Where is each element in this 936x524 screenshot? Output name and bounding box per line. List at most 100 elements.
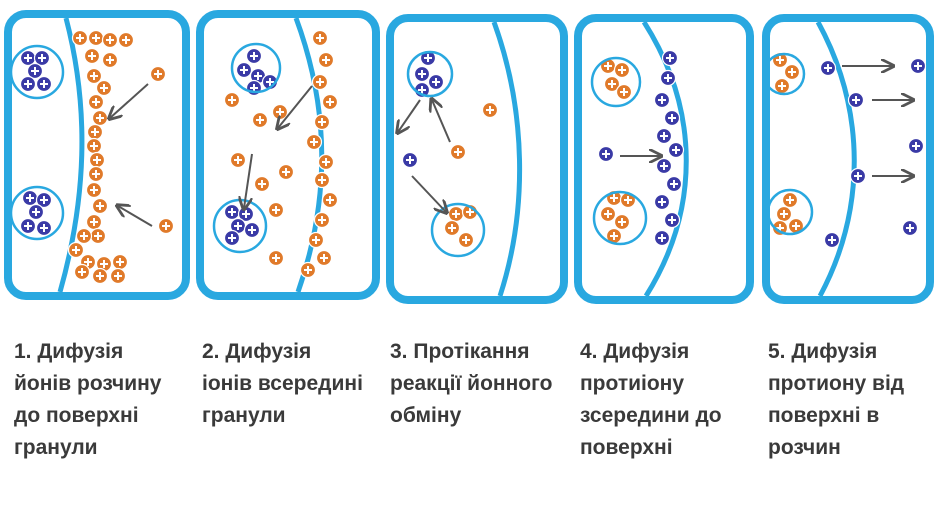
solution-ion — [77, 229, 92, 244]
counter-ion — [665, 111, 680, 126]
caption-line: зсередини до — [580, 400, 760, 432]
solution-ion — [601, 207, 616, 222]
solution-ion — [93, 111, 108, 126]
caption-line: реакції йонного — [390, 368, 570, 400]
solution-ion — [315, 173, 330, 188]
solution-ion — [777, 207, 792, 222]
solution-ion — [87, 69, 102, 84]
solution-ion — [255, 177, 270, 192]
solution-ion — [113, 255, 128, 270]
counter-ion — [821, 61, 836, 76]
diffusion-arrow — [432, 100, 450, 142]
counter-ion — [23, 191, 38, 206]
counter-ion — [599, 147, 614, 162]
counter-ion — [21, 77, 36, 92]
counter-ion — [37, 221, 52, 236]
caption-line: йонів розчину — [14, 368, 194, 400]
counter-ion — [665, 213, 680, 228]
counter-ion — [225, 231, 240, 246]
solution-ion — [111, 269, 126, 284]
counter-ion — [663, 51, 678, 66]
solution-ion — [231, 153, 246, 168]
solution-ion — [93, 199, 108, 214]
caption-line: 4. Дифузія — [580, 336, 760, 368]
solution-ion — [87, 215, 102, 230]
panel-3 — [390, 18, 564, 300]
solution-ion — [73, 31, 88, 46]
counter-ion — [655, 93, 670, 108]
counter-ion — [429, 75, 444, 90]
solution-ion — [313, 75, 328, 90]
solution-ion — [88, 125, 103, 140]
granule-boundary — [494, 22, 520, 296]
caption-line: 5. Дифузія — [768, 336, 936, 368]
counter-ion — [661, 71, 676, 86]
ion-exchange-diagram — [0, 0, 936, 330]
solution-ion — [315, 213, 330, 228]
solution-ion — [313, 31, 328, 46]
caption-line: гранули — [202, 400, 382, 432]
solution-ion — [483, 103, 498, 118]
caption-line: іонів всередині — [202, 368, 382, 400]
counter-ion — [909, 139, 924, 154]
caption-line: поверхні в — [768, 400, 936, 432]
granule-boundary — [296, 18, 322, 292]
solution-ion — [323, 193, 338, 208]
counter-ion — [851, 169, 866, 184]
caption-line: розчин — [768, 432, 936, 464]
diffusion-arrow — [110, 84, 148, 118]
solution-ion — [307, 135, 322, 150]
solution-ion — [93, 269, 108, 284]
solution-ion — [89, 95, 104, 110]
diffusion-arrow — [398, 100, 420, 132]
solution-ion — [319, 53, 334, 68]
solution-ion — [451, 145, 466, 160]
counter-ion — [669, 143, 684, 158]
panel-frame — [200, 14, 376, 296]
counter-ion — [825, 233, 840, 248]
panel-2 — [200, 14, 376, 296]
panel-1 — [8, 14, 186, 296]
counter-ion — [247, 81, 262, 96]
solution-ion — [785, 65, 800, 80]
panel-5 — [764, 18, 930, 300]
counter-ion — [657, 159, 672, 174]
solution-ion — [279, 165, 294, 180]
solution-ion — [103, 33, 118, 48]
solution-ion — [315, 115, 330, 130]
solution-ion — [783, 193, 798, 208]
solution-ion — [323, 95, 338, 110]
counter-ion — [21, 219, 36, 234]
counter-ion — [245, 223, 260, 238]
diffusion-arrow — [412, 176, 446, 212]
solution-ion — [97, 81, 112, 96]
counter-ion — [667, 177, 682, 192]
solution-ion — [159, 219, 174, 234]
solution-ion — [75, 265, 90, 280]
caption-line: поверхні — [580, 432, 760, 464]
panel-4 — [578, 18, 750, 300]
solution-ion — [89, 167, 104, 182]
solution-ion — [91, 229, 106, 244]
counter-ion — [655, 231, 670, 246]
counter-ion — [849, 93, 864, 108]
solution-ion — [85, 49, 100, 64]
counter-ion — [247, 49, 262, 64]
solution-ion — [301, 263, 316, 278]
solution-ion — [151, 67, 166, 82]
solution-ion — [273, 105, 288, 120]
solution-ion — [269, 203, 284, 218]
solution-ion — [319, 155, 334, 170]
solution-ion — [90, 153, 105, 168]
solution-ion — [225, 93, 240, 108]
solution-ion — [445, 221, 460, 236]
solution-ion — [615, 63, 630, 78]
caption-line: 1. Дифузія — [14, 336, 194, 368]
solution-ion — [69, 243, 84, 258]
counter-ion — [657, 129, 672, 144]
solution-ion — [449, 207, 464, 222]
counter-ion — [911, 59, 926, 74]
caption-line: до поверхні — [14, 400, 194, 432]
counter-ion — [225, 205, 240, 220]
